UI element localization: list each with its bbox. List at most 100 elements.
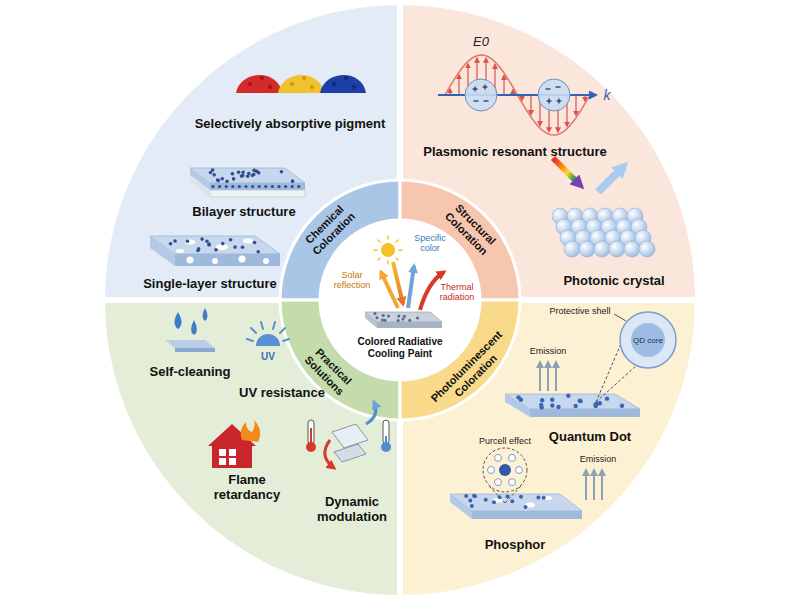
particle-dots bbox=[519, 495, 523, 499]
phosphor-emission-arrows bbox=[593, 470, 595, 500]
sun-icon bbox=[399, 249, 402, 251]
particle-dots bbox=[237, 170, 241, 174]
bilayer-slab bbox=[210, 183, 305, 190]
particle-dots bbox=[401, 317, 404, 320]
annotation-label: Solar reflection bbox=[334, 270, 371, 291]
particle-dots bbox=[247, 172, 251, 176]
plasmon-wave bbox=[538, 79, 570, 111]
phosphor-slab bbox=[450, 494, 582, 511]
dynamic-modulation-icon bbox=[310, 428, 312, 444]
sun-icon bbox=[387, 236, 389, 239]
particle-dots bbox=[516, 395, 520, 399]
text-holder: Thermal radiation bbox=[440, 282, 475, 303]
front-layer-dots bbox=[271, 185, 274, 188]
dynamic-modulation-icon bbox=[308, 420, 314, 444]
burning-house-icon bbox=[219, 449, 226, 456]
particle-dots bbox=[169, 237, 260, 253]
text-holder: UV resistance bbox=[239, 386, 325, 401]
plasmon-wave bbox=[484, 100, 489, 101]
emission-arrows bbox=[539, 362, 541, 391]
front-layer-dots bbox=[258, 185, 261, 188]
pigment-pile bbox=[344, 76, 348, 80]
particle-dots bbox=[216, 178, 220, 182]
purcell-ring-dots bbox=[495, 479, 502, 486]
burning-house-icon bbox=[219, 458, 226, 465]
item-label: Bilayer structure bbox=[192, 205, 295, 220]
pigment-pile bbox=[290, 82, 294, 86]
purcell-ring-dots bbox=[509, 479, 516, 486]
photonic-crystal-spheres bbox=[594, 241, 610, 257]
category-ring-segment-shape bbox=[400, 300, 520, 420]
particle-dots bbox=[169, 242, 173, 246]
dynamic-modulation-icon bbox=[383, 420, 389, 444]
annotation-label: Thermal radiation bbox=[440, 282, 475, 303]
particle-dots bbox=[550, 403, 554, 407]
text-holder: Purcell effect bbox=[479, 436, 531, 446]
text-holder: k bbox=[604, 87, 611, 103]
particle-dots bbox=[464, 494, 468, 498]
quadrant-panel: Plasmonic resonant structurePhotonic cry… bbox=[400, 2, 698, 300]
text-holder: Emission bbox=[580, 454, 617, 464]
particle-dots bbox=[217, 179, 221, 183]
text-holder: Self-cleaning bbox=[150, 365, 231, 380]
particle-dots bbox=[506, 494, 510, 498]
category-ring-segment-shape bbox=[280, 300, 400, 420]
paint-slab bbox=[365, 312, 442, 328]
category-ring-segment: Practical Solutions bbox=[280, 300, 400, 420]
quantum-dot-slab bbox=[530, 409, 640, 417]
text-holder: Colored Radiative Cooling Paint bbox=[345, 336, 455, 359]
particle-dots bbox=[233, 245, 237, 249]
particle-dots bbox=[225, 180, 229, 184]
particle-dots bbox=[220, 177, 224, 181]
single-layer-slab bbox=[175, 254, 280, 266]
item-label: Self-cleaning bbox=[150, 365, 231, 380]
front-layer-dots bbox=[211, 185, 300, 188]
annotation-label: Specific color bbox=[414, 233, 446, 254]
particle-dots bbox=[464, 494, 546, 509]
photonic-crystal-spheres bbox=[639, 241, 655, 257]
plasmon-wave bbox=[474, 100, 479, 101]
particle-dots bbox=[566, 394, 570, 398]
emission-arrows bbox=[555, 362, 557, 391]
particle-dots bbox=[211, 168, 215, 172]
text-holder: QD core bbox=[633, 336, 663, 345]
particle-dots bbox=[373, 312, 419, 322]
particle-dots bbox=[536, 496, 540, 500]
particle-dots bbox=[384, 319, 387, 322]
category-label: Structural Coloration bbox=[443, 201, 500, 258]
front-layer-dots bbox=[244, 185, 247, 188]
dynamic-modulation-icon bbox=[306, 442, 316, 452]
text-holder: Emission bbox=[530, 346, 567, 356]
particle-dots bbox=[240, 174, 244, 178]
text-holder: Dynamic modulation bbox=[317, 495, 387, 525]
text-holder: Structural Coloration bbox=[443, 201, 500, 258]
annotation-label: QD core bbox=[633, 336, 663, 345]
particle-dots bbox=[257, 171, 261, 175]
quadrant-panel: Selectively absorptive pigmentBilayer st… bbox=[102, 2, 400, 300]
plasmon-wave bbox=[530, 95, 531, 114]
particle-dots bbox=[221, 242, 225, 246]
phosphor-emission-arrows bbox=[585, 470, 587, 500]
particle-dots bbox=[209, 168, 295, 183]
particle-dots bbox=[470, 504, 474, 508]
text-holder: Flame retardancy bbox=[214, 473, 280, 503]
item-label: Quantum Dot bbox=[549, 430, 631, 445]
particle-dots bbox=[403, 315, 406, 318]
text-holder: Single-layer structure bbox=[143, 277, 277, 292]
sun-icon bbox=[374, 249, 377, 251]
pigment-pile bbox=[332, 82, 336, 86]
single-layer-slab bbox=[243, 239, 253, 244]
pigment-pile bbox=[302, 76, 306, 80]
paint-slab bbox=[377, 322, 442, 328]
plasmon-wave bbox=[548, 99, 549, 104]
annotation-label: Emission bbox=[580, 454, 617, 464]
pigment-pile bbox=[260, 76, 264, 80]
text-holder: E0 bbox=[473, 35, 489, 50]
plasmon-wave bbox=[548, 95, 549, 131]
particle-dots bbox=[523, 505, 527, 509]
phosphor-slab bbox=[472, 511, 582, 519]
purcell-ring-dots bbox=[509, 454, 516, 461]
photonic-crystal-spheres bbox=[564, 241, 580, 257]
photonic-crystal-spheres bbox=[609, 241, 625, 257]
